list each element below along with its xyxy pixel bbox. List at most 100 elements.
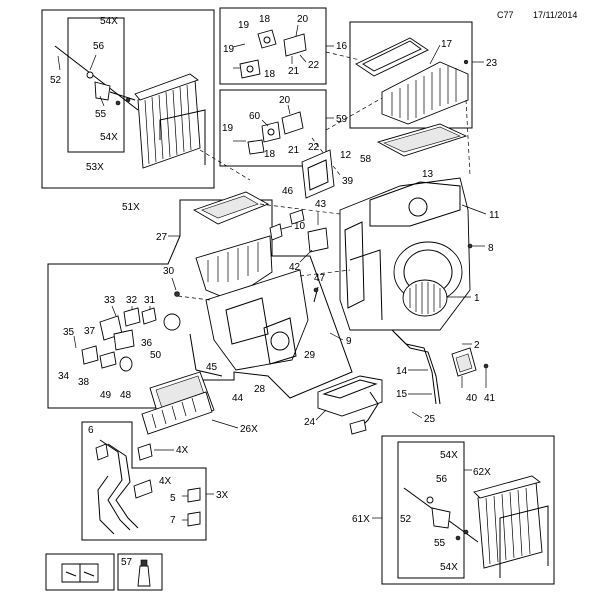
gasket-46 (301, 149, 335, 199)
label-2: 2 (474, 340, 480, 351)
label-43: 43 (315, 199, 327, 210)
label-35: 35 (63, 327, 75, 338)
label-55: 55 (434, 538, 446, 549)
label-53x: 53X (86, 162, 104, 173)
plate-24 (317, 375, 383, 435)
label-55: 55 (95, 109, 107, 120)
label-19: 19 (223, 44, 235, 55)
label-23: 23 (486, 58, 498, 69)
label-33: 33 (104, 295, 116, 306)
label-61x: 61X (352, 514, 370, 525)
evaporator-26x (141, 371, 215, 435)
label-12: 12 (340, 150, 352, 161)
group-59 (219, 89, 327, 167)
label-18: 18 (259, 14, 271, 25)
label-13: 13 (422, 169, 434, 180)
label-22: 22 (308, 142, 320, 153)
label-42: 42 (289, 262, 301, 273)
label-44: 44 (232, 393, 244, 404)
label-59: 59 (336, 114, 348, 125)
label-4x: 4X (176, 445, 189, 456)
heater-core-51x (134, 73, 206, 169)
diagram-code: C77 (497, 10, 514, 20)
label-54x: 54X (440, 562, 458, 573)
info-box-57 (117, 553, 163, 591)
actuator-parts-left (73, 305, 223, 377)
upper-housing-17 (381, 61, 469, 125)
label-15: 15 (396, 389, 408, 400)
info-box (45, 553, 115, 591)
valve-assembly-61x (403, 487, 479, 543)
label-11: 11 (489, 210, 500, 221)
filter-58 (376, 123, 468, 157)
label-37: 37 (84, 326, 96, 337)
label-14: 14 (396, 366, 408, 377)
label-17: 17 (441, 39, 453, 50)
label-48: 48 (120, 390, 132, 401)
label-21: 21 (288, 66, 300, 77)
group-61x (381, 435, 555, 585)
label-25: 25 (424, 414, 436, 425)
group-3x (81, 421, 207, 541)
label-22: 22 (308, 60, 320, 71)
label-10: 10 (294, 221, 306, 232)
label-29: 29 (304, 350, 316, 361)
label-9: 9 (346, 336, 352, 347)
label-51x: 51X (122, 202, 140, 213)
label-32: 32 (126, 295, 138, 306)
label-24: 24 (304, 417, 316, 428)
label-57: 57 (121, 557, 133, 568)
label-3x: 3X (216, 490, 229, 501)
label-54x-bottom: 54X (100, 132, 118, 143)
label-49: 49 (100, 390, 112, 401)
valve-assembly-51x (54, 45, 139, 111)
label-36: 36 (141, 338, 153, 349)
label-40: 40 (466, 393, 478, 404)
label-38: 38 (78, 377, 90, 388)
label-28: 28 (254, 384, 266, 395)
label-21: 21 (288, 145, 300, 156)
label-26x: 26X (240, 424, 258, 435)
sensor-wiring (391, 329, 489, 405)
label-4x: 4X (159, 476, 172, 487)
label-8: 8 (488, 243, 494, 254)
blower-motor-1 (402, 279, 448, 317)
group-51x (41, 9, 251, 189)
label-18: 18 (264, 149, 276, 160)
label-45: 45 (206, 362, 218, 373)
label-39: 39 (342, 176, 354, 187)
actuator-16-a (232, 24, 307, 79)
label-47: 47 (314, 273, 326, 284)
label-56: 56 (93, 41, 105, 52)
label-19: 19 (222, 123, 234, 134)
label-16: 16 (336, 41, 348, 52)
group-27 (47, 191, 353, 409)
heater-core-61x (473, 475, 549, 578)
diagram-date: 17/11/2014 (533, 10, 577, 20)
label-41: 41 (484, 393, 496, 404)
label-31: 31 (144, 295, 156, 306)
label-1: 1 (474, 293, 480, 304)
label-7: 7 (170, 515, 176, 526)
label-19: 19 (238, 20, 250, 31)
label-52: 52 (400, 514, 412, 525)
label-34: 34 (58, 371, 70, 382)
label-54x-top: 54X (100, 16, 118, 27)
label-6: 6 (88, 425, 94, 436)
main-housing (339, 177, 471, 331)
group-17 (349, 21, 473, 129)
label-46: 46 (282, 186, 294, 197)
label-58: 58 (360, 154, 372, 165)
label-27: 27 (156, 232, 168, 243)
label-30: 30 (163, 266, 175, 277)
label-20: 20 (279, 95, 291, 106)
label-56: 56 (436, 474, 448, 485)
label-62x: 62X (473, 467, 491, 478)
label-52: 52 (50, 75, 62, 86)
label-20: 20 (297, 14, 309, 25)
label-5: 5 (170, 493, 176, 504)
label-50: 50 (150, 350, 162, 361)
label-18: 18 (264, 69, 276, 80)
label-54x: 54X (440, 450, 458, 461)
